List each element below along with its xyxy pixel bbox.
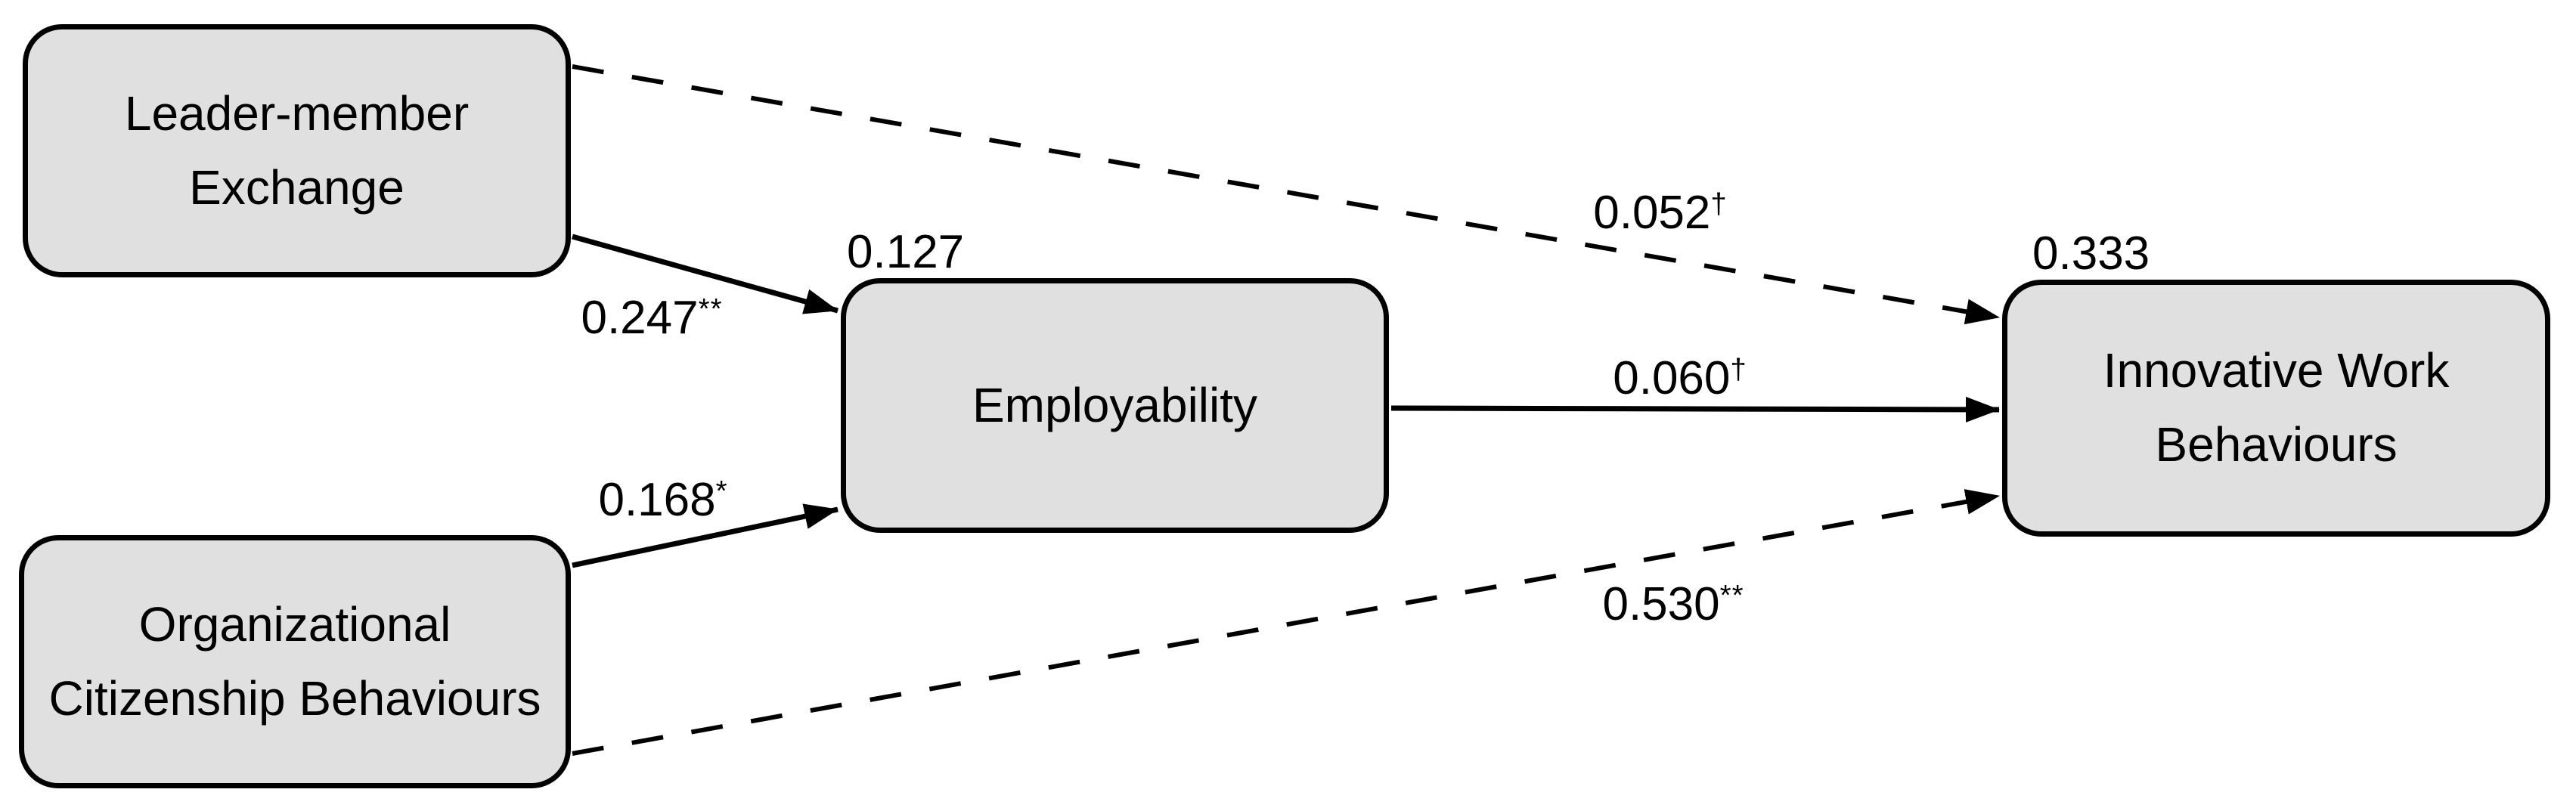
edge-employability-to-iwb [1390, 396, 2000, 423]
node-label-leader-member-exchange: Leader-member Exchange [124, 85, 470, 215]
node-employability: Employability [841, 278, 1389, 533]
significance-marker: ** [698, 293, 723, 326]
path-coefficient-ocb-emp: 0.168* [598, 474, 728, 526]
r-squared-employability: 0.127 [847, 226, 965, 278]
path-coefficient-ocb-iwb: 0.530** [1602, 578, 1744, 630]
edge-ocb-to-employability [572, 503, 839, 568]
edge-lmx-to-employability [572, 234, 839, 314]
significance-marker: * [715, 475, 728, 508]
node-leader-member-exchange: Leader-member Exchange [23, 24, 571, 277]
edge-ocb-to-iwb-dashed [572, 489, 2000, 756]
node-organizational-citizenship-behaviours: Organizational Citizenship Behaviours [19, 535, 571, 788]
coefficient-value: 0.060 [1613, 352, 1731, 404]
significance-marker: † [1710, 187, 1728, 221]
node-innovative-work-behaviours: Innovative Work Behaviours [2002, 280, 2550, 537]
path-coefficient-lmx-emp: 0.247** [581, 292, 723, 344]
node-label-organizational-citizenship-behaviours: Organizational Citizenship Behaviours [48, 596, 541, 726]
coefficient-value: 0.247 [581, 292, 699, 344]
coefficient-value: 0.052 [1593, 187, 1711, 239]
coefficient-value: 0.530 [1602, 578, 1720, 630]
path-coefficient-emp-iwb: 0.060† [1613, 352, 1747, 404]
significance-marker: ** [1719, 579, 1744, 612]
r-squared-innovative-work-behaviours: 0.333 [2032, 228, 2150, 280]
path-coefficient-lmx-iwb: 0.052† [1593, 187, 1728, 239]
node-label-employability: Employability [972, 377, 1258, 432]
significance-marker: † [1730, 353, 1747, 386]
node-label-innovative-work-behaviours: Innovative Work Behaviours [2103, 343, 2450, 472]
coefficient-value: 0.168 [598, 474, 716, 526]
